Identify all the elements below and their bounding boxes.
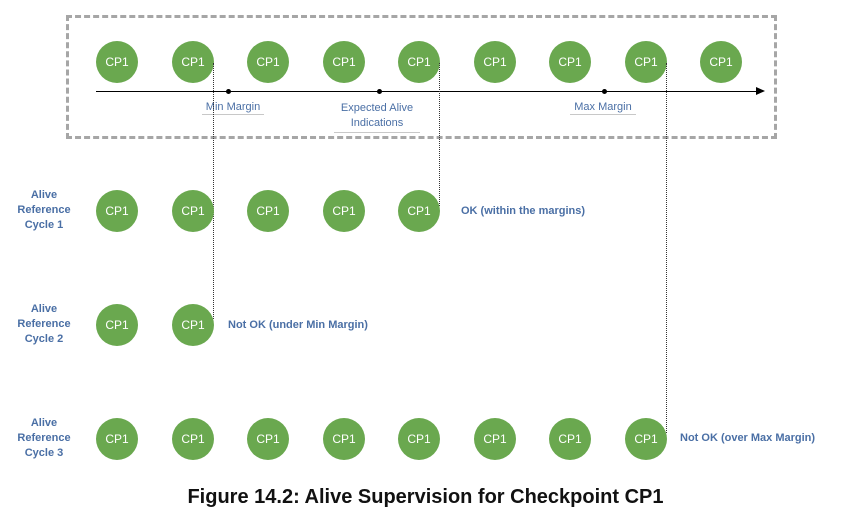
- cycle-3-label-line3: Cycle 3: [24, 447, 64, 459]
- cp-node: CP1: [474, 418, 516, 460]
- min-margin-guide: [213, 63, 214, 319]
- min-margin-label: Min Margin: [202, 101, 264, 115]
- cycle-3-label-line2: Reference: [17, 432, 71, 444]
- cycle-1-status: OK (within the margins): [461, 205, 586, 217]
- cp-node: CP1: [172, 304, 214, 346]
- cycle-1-label-line1: Alive: [30, 189, 58, 201]
- expected-alive-line2: Indications: [350, 117, 404, 129]
- cp-node: CP1: [96, 304, 138, 346]
- cycle-2-label-line2: Reference: [17, 318, 71, 330]
- cp-node: CP1: [172, 41, 214, 83]
- cp-node: CP1: [96, 418, 138, 460]
- cp-node: CP1: [323, 418, 365, 460]
- cp-node: CP1: [96, 41, 138, 83]
- cp-node: CP1: [323, 41, 365, 83]
- cycle-1-label-line3: Cycle 1: [24, 219, 64, 231]
- cp-node: CP1: [700, 41, 742, 83]
- timeline-axis: [96, 91, 756, 92]
- cp-node: CP1: [474, 41, 516, 83]
- cp-node: CP1: [398, 190, 440, 232]
- cycle-1-label-line2: Reference: [17, 204, 71, 216]
- cp-node: CP1: [323, 190, 365, 232]
- cycle-3-label-line1: Alive: [30, 417, 58, 429]
- timeline-arrowhead: [756, 87, 765, 95]
- cycle-3-status: Not OK (over Max Margin): [680, 432, 816, 444]
- max-margin-guide: [666, 63, 667, 433]
- max-margin-label: Max Margin: [570, 101, 636, 115]
- cp-node: CP1: [549, 41, 591, 83]
- expected-marker: [377, 89, 382, 94]
- max-margin-marker: [602, 89, 607, 94]
- cp-node: CP1: [398, 418, 440, 460]
- cp-node: CP1: [247, 418, 289, 460]
- cycle-2-label-line3: Cycle 2: [24, 333, 64, 345]
- cp-node: CP1: [549, 418, 591, 460]
- figure-caption: Figure 14.2: Alive Supervision for Check…: [187, 486, 664, 508]
- cycle-3-label: Alive Reference Cycle 3: [9, 416, 79, 461]
- expected-guide: [439, 63, 440, 206]
- cp-node: CP1: [625, 41, 667, 83]
- cp-node: CP1: [172, 190, 214, 232]
- cp-node: CP1: [247, 190, 289, 232]
- cycle-2-status: Not OK (under Min Margin): [228, 319, 368, 331]
- cp-node: CP1: [96, 190, 138, 232]
- cycle-2-label: Alive Reference Cycle 2: [9, 302, 79, 347]
- cycle-2-label-line1: Alive: [30, 303, 58, 315]
- cp-node: CP1: [398, 41, 440, 83]
- expected-alive-line1: Expected Alive: [340, 102, 414, 114]
- cp-node: CP1: [247, 41, 289, 83]
- cp-node: CP1: [172, 418, 214, 460]
- cycle-1-label: Alive Reference Cycle 1: [9, 188, 79, 233]
- expected-alive-label: Expected Alive Indications: [334, 101, 420, 133]
- reference-frame: [66, 15, 777, 139]
- cp-node: CP1: [625, 418, 667, 460]
- min-margin-marker: [226, 89, 231, 94]
